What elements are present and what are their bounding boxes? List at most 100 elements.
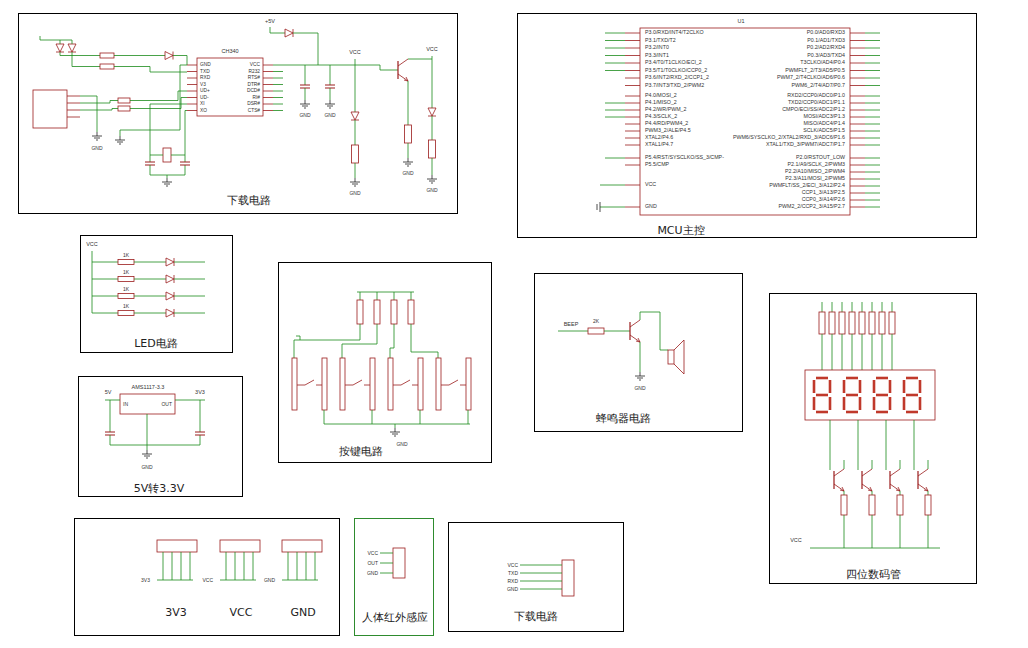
capacitor-symbol [105,432,115,433]
header-connector [220,540,260,552]
pin-stub [187,110,197,111]
wire [80,109,118,111]
net-stub [605,40,625,41]
net-label: XI [200,102,205,107]
display-segment [859,397,862,410]
net-stub [273,71,283,72]
resistor-symbol [819,312,825,334]
wire [377,292,378,300]
wire [175,400,205,401]
transistor-symbol [398,59,408,66]
wire [120,65,187,136]
display-segment [873,380,876,393]
crystal-symbol [163,148,171,162]
speaker-symbol [668,350,674,364]
ground-symbol [146,458,148,459]
net-label: UD- [200,95,209,100]
pin-stub [263,91,273,92]
net-stub [605,48,625,49]
wire [60,40,61,44]
wire [200,400,201,432]
net-label: CH340 [221,49,238,55]
pin-stub [625,138,640,139]
wire [174,296,205,297]
led-symbol [68,44,76,52]
wire [147,414,148,450]
transistor-symbol [833,471,834,489]
resistor-symbol [829,312,835,334]
wire [411,292,412,300]
net-label: TXD [200,69,210,74]
net-stub [865,63,880,64]
pin-name: RXD2/CCP0/ADC0/P1.0 [787,93,845,98]
pin-stub [187,84,197,85]
resistor-symbol [897,495,903,515]
wire [872,334,873,370]
wire [872,460,873,469]
pin-name: P0.2/AD2/RXD4 [807,45,845,50]
pin-stub [850,55,865,56]
wire [872,491,873,495]
wire [110,435,200,445]
pin-name: P3.3/INT1 [645,53,669,58]
button-symbol [345,385,353,386]
net-label: GND [507,587,518,592]
pin-stub [625,48,640,49]
led-symbol [428,108,436,116]
wire [157,580,193,581]
ground-symbol [330,100,331,104]
ground-symbol [115,140,125,141]
wire [900,491,901,495]
ground-symbol [635,376,645,377]
display-segment [816,394,828,397]
wire [832,334,833,370]
wire [235,552,236,580]
pin-stub [850,158,865,159]
sensor-connector [393,548,405,578]
pin-stub [187,104,197,105]
pin-stub [263,71,273,72]
transistor-symbol [861,471,862,489]
net-stub [865,138,880,139]
pin-stub [263,110,273,111]
net-stub [273,97,283,98]
net-stub [865,124,880,125]
wire [171,148,185,155]
net-label: DCD# [247,89,260,94]
pin-stub [67,117,80,118]
ground-symbol [142,454,152,455]
diode-symbol [166,292,174,300]
net-stub [865,186,880,187]
wire [858,420,859,470]
wire [185,155,186,162]
wire [852,302,853,312]
pin-name: T3CLKO/AD4/P0.4 [800,60,845,65]
pin-stub [850,110,865,111]
wire [40,36,72,44]
net-label: GND [141,465,152,470]
button-symbol [436,358,441,410]
net-label: GND [264,578,275,583]
pin-stub [263,97,273,98]
pin-stub [850,172,865,173]
net-stub [865,193,880,194]
panel-title: 下载电路 [227,195,271,207]
panel-title: 下载电路 [514,611,558,623]
pin-name: CCP0_3/A14/P2.6 [802,197,845,202]
pin-stub [187,78,197,79]
net-stub [865,172,880,173]
usb-connector [33,90,67,128]
pin-stub [850,63,865,64]
resistor-symbol [118,260,134,265]
pin-name: P2.1/A9/SCLK_2/PWM3 [788,162,845,167]
ground-symbol [117,142,123,143]
regulator-symbol [120,394,175,414]
ground-symbol [429,181,435,182]
ground-symbol [92,136,102,137]
pin-name: PWMFLT/SS_2/ECI_3/A12/P2.4 [769,183,845,188]
wire [294,324,360,358]
net-label: 1K [123,253,129,258]
transistor-symbol [917,471,918,489]
wire [315,552,316,580]
